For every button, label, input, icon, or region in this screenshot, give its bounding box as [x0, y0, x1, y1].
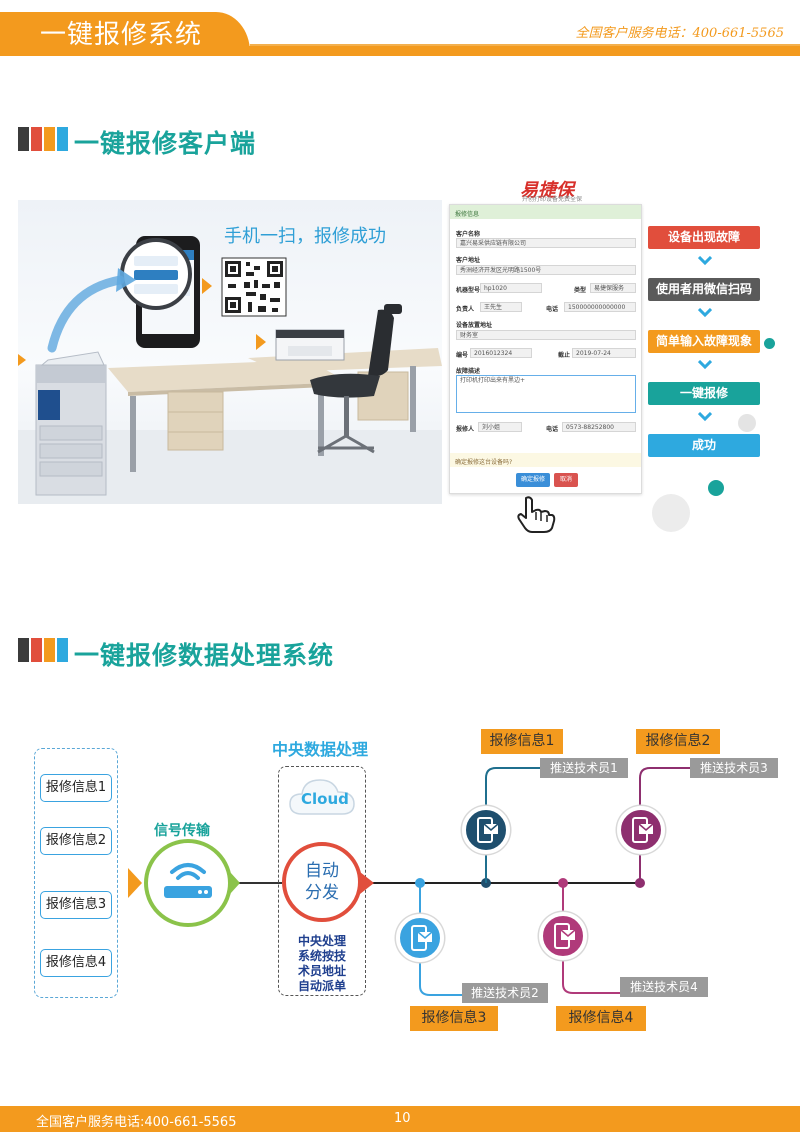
section-title-client: 一键报修客户端	[74, 129, 257, 158]
push-technician-1: 推送技术员1	[540, 758, 628, 778]
fault-textarea[interactable]: 打印机打印出来有黑边+	[456, 375, 636, 413]
chevron-down-icon	[698, 308, 712, 318]
phone-mail-icon	[411, 925, 433, 951]
flow-step-1: 设备出现故障	[648, 226, 760, 249]
confirm-repair-button[interactable]: 确定报修	[516, 473, 550, 487]
technician-node-3	[396, 914, 444, 962]
decor-dot	[652, 494, 690, 532]
footer-bar	[0, 1106, 800, 1132]
reporter-phone-field[interactable]: 0573-88252800	[562, 422, 636, 432]
brand-tagline: 开创打印设备免费全保	[522, 196, 583, 203]
repair-info-box-1: 报修信息1	[40, 774, 112, 802]
dispatch-diagram	[128, 767, 690, 996]
reporter-field[interactable]: 刘小姐	[478, 422, 522, 432]
technician-node-4	[539, 912, 587, 960]
dispatch-line-1: 自动	[305, 861, 339, 881]
arrow-right-icon	[360, 872, 374, 894]
flow-step-2: 使用者用微信扫码	[648, 278, 760, 301]
section-stripes-icon	[18, 127, 68, 151]
chevron-down-icon	[698, 412, 712, 422]
repair-info-label-4: 报修信息4	[556, 1006, 646, 1031]
header-phone: 全国客户服务电话：400-661-5565	[575, 26, 785, 41]
hand-cursor-icon	[517, 496, 556, 533]
page-title: 一键报修系统	[40, 20, 203, 50]
central-desc-line: 术员地址	[297, 964, 346, 978]
phone-mail-icon	[477, 817, 499, 843]
owner-field[interactable]: 王先生	[480, 302, 522, 312]
phone-mail-icon	[632, 817, 654, 843]
repair-info-label-2: 报修信息2	[636, 729, 720, 754]
dispatch-circle	[282, 842, 362, 922]
owner-label: 负责人	[456, 306, 475, 313]
technician-node-2	[617, 806, 665, 854]
repair-info-label-3: 报修信息3	[410, 1006, 498, 1031]
decor-dot	[708, 480, 724, 496]
deadline-label: 截止	[558, 352, 571, 359]
footer-phone: 全国客户服务电话:400-661-5565	[36, 1115, 237, 1130]
customer-name-field[interactable]: 嘉兴易采供应链有限公司	[456, 238, 636, 248]
office-scene-illustration	[18, 236, 442, 504]
location-label: 设备放置地址	[456, 322, 493, 329]
dispatch-text: 自动 分发	[282, 860, 362, 904]
push-technician-4: 推送技术员4	[620, 977, 708, 997]
fault-label: 故障描述	[456, 368, 481, 375]
reporter-label: 报修人	[456, 426, 475, 433]
flow-step-4: 一键报修	[648, 382, 760, 405]
number-label: 编号	[456, 352, 469, 359]
cloud-icon	[289, 779, 355, 815]
office-photo	[18, 200, 442, 504]
confirm-prompt: 确定报修这台设备吗?	[450, 453, 641, 467]
brand-logo: 易捷保	[520, 180, 574, 201]
chevron-down-icon	[698, 256, 712, 266]
page-number: 10	[394, 1111, 411, 1126]
repair-info-label-1: 报修信息1	[481, 729, 563, 754]
dispatch-line-2: 分发	[305, 883, 339, 903]
customer-name-label: 客户名称	[456, 231, 481, 238]
owner-phone-label: 电话	[546, 306, 559, 313]
chevron-down-icon	[698, 360, 712, 370]
central-description: 中央处理 系统按技 术员地址 自动派单	[282, 934, 362, 994]
technician-node-1	[462, 806, 510, 854]
decor-dot	[738, 414, 756, 432]
central-desc-line: 系统按技	[297, 949, 346, 963]
central-desc-line: 自动派单	[297, 979, 346, 993]
push-technician-2: 推送技术员2	[462, 983, 548, 1003]
model-label: 机器型号	[456, 287, 481, 294]
form-panel-title: 报修信息	[450, 205, 641, 219]
owner-phone-field[interactable]: 150000000000000	[564, 302, 636, 312]
repair-form: 报修信息 客户名称 嘉兴易采供应链有限公司 客户地址 秀洲经济开发区光明路150…	[449, 204, 642, 494]
push-technician-3: 推送技术员3	[690, 758, 778, 778]
deadline-field[interactable]: 2019-07-24	[572, 348, 636, 358]
flow-step-3: 简单输入故障现象	[648, 330, 760, 353]
section-stripes-icon	[18, 638, 68, 662]
customer-address-field[interactable]: 秀洲经济开发区光明路1500号	[456, 265, 636, 275]
flow-step-5: 成功	[648, 434, 760, 457]
header-rule	[250, 44, 800, 46]
phone-mail-icon	[554, 923, 576, 949]
cloud-label: Cloud	[301, 790, 349, 808]
header-bar	[0, 46, 800, 56]
customer-address-label: 客户地址	[456, 257, 481, 264]
decor-dot	[764, 338, 775, 349]
central-title: 中央数据处理	[272, 740, 369, 759]
location-field[interactable]: 财务室	[456, 330, 636, 340]
central-desc-line: 中央处理	[297, 934, 346, 948]
cancel-button[interactable]: 取消	[554, 473, 578, 487]
header-tab	[0, 12, 250, 52]
repair-info-group	[34, 748, 118, 998]
type-field[interactable]: 易捷保服务	[590, 283, 636, 293]
model-field[interactable]: hp1020	[480, 283, 542, 293]
reporter-phone-label: 电话	[546, 426, 559, 433]
repair-info-box-2: 报修信息2	[40, 827, 112, 855]
section-title-data: 一键报修数据处理系统	[74, 641, 335, 670]
photo-slogan: 手机一扫，报修成功	[224, 226, 386, 247]
repair-info-box-4: 报修信息4	[40, 949, 112, 977]
wifi-router-icon	[164, 863, 212, 898]
repair-info-box-3: 报修信息3	[40, 891, 112, 919]
number-field[interactable]: 2016012324	[470, 348, 532, 358]
type-label: 类型	[574, 287, 587, 294]
signal-label: 信号传输	[154, 823, 210, 839]
